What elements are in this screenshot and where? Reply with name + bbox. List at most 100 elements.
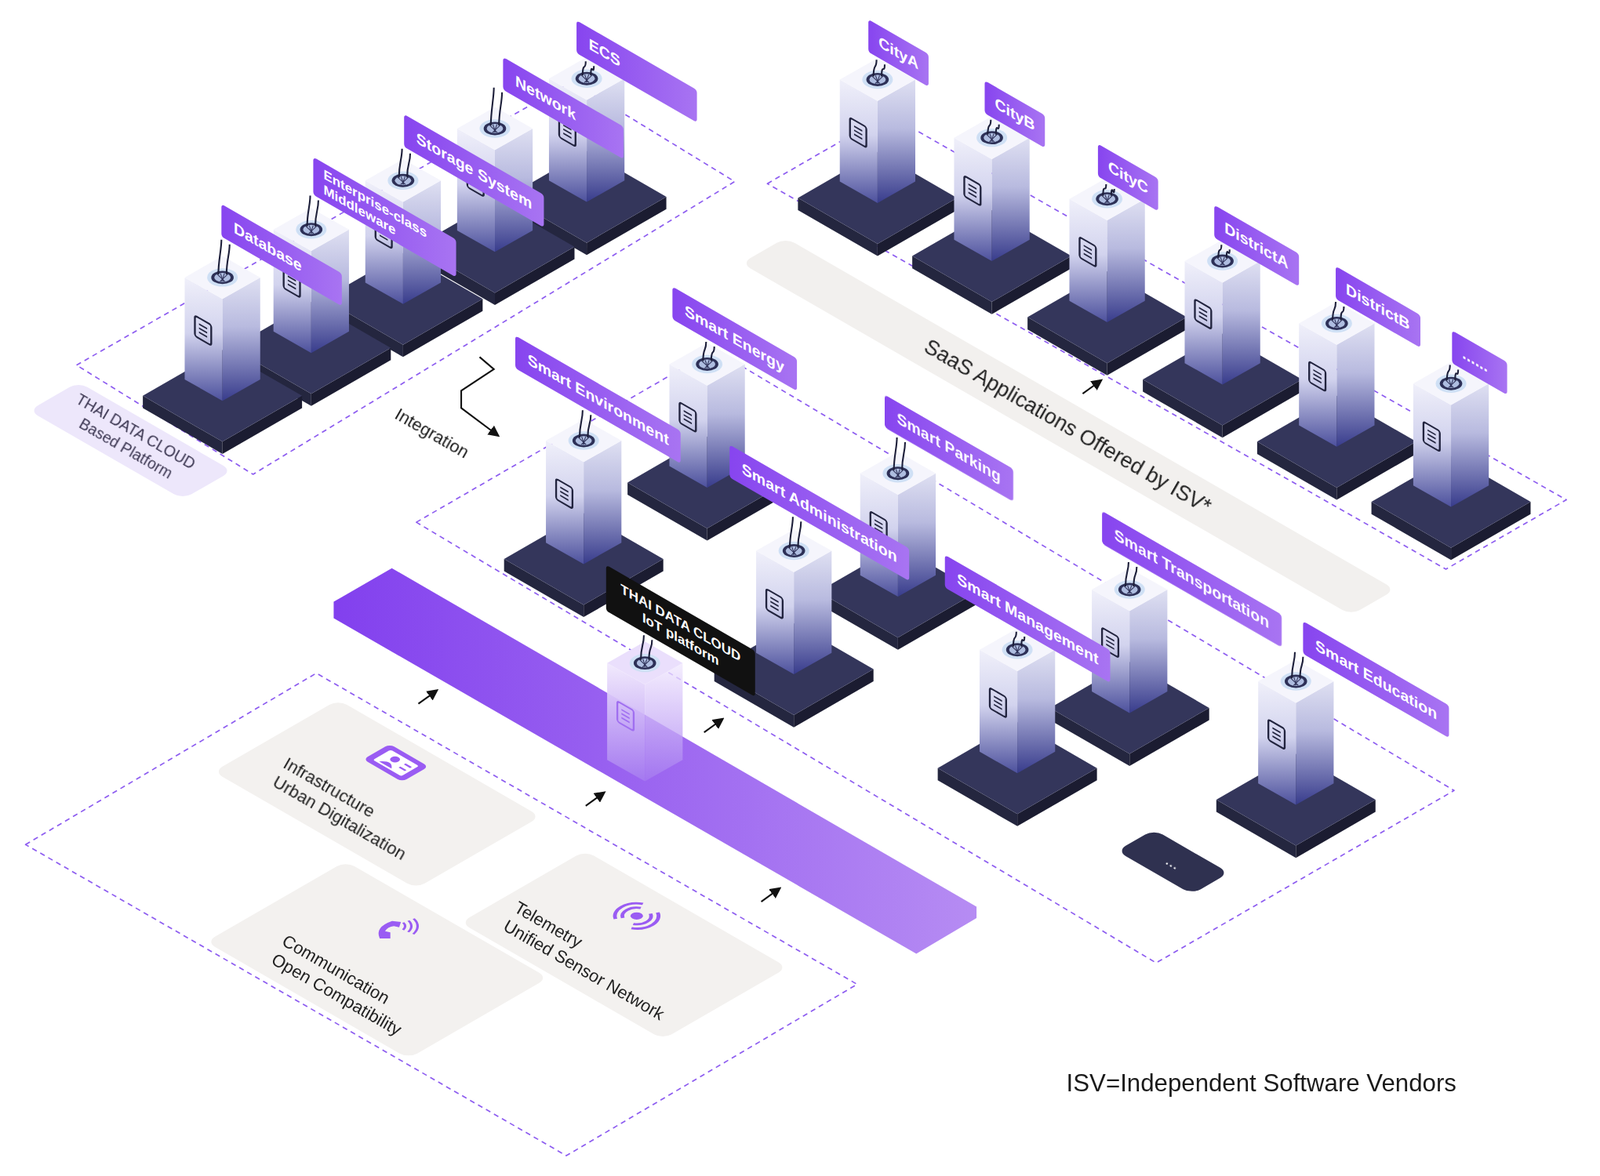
node-text: Storage System xyxy=(416,128,533,215)
cable xyxy=(315,200,319,227)
cable xyxy=(579,410,583,438)
cable xyxy=(1102,184,1106,197)
service-tag: Storage System xyxy=(403,114,545,229)
node-text: Smart Parking xyxy=(897,409,1001,488)
tower-icon xyxy=(850,117,867,148)
cable xyxy=(1218,244,1222,259)
saas-band: SaaS Applications Offered by ISV* xyxy=(741,237,1396,615)
server-tower xyxy=(912,116,1072,314)
cable xyxy=(407,153,411,179)
application-tag: Smart Administration xyxy=(729,444,910,582)
server-tower xyxy=(1027,177,1187,375)
application-tag: Smart Education xyxy=(1302,621,1449,739)
tower-icon xyxy=(1079,236,1096,267)
cable xyxy=(226,244,230,275)
node-text: DistrictB xyxy=(1345,279,1410,335)
cable xyxy=(789,516,793,548)
cable xyxy=(1299,657,1303,679)
flow-arrow xyxy=(418,690,437,705)
node-text: CityA xyxy=(878,32,919,74)
cable xyxy=(1226,249,1230,259)
cable xyxy=(399,149,403,179)
cable xyxy=(901,442,906,471)
communication-icon xyxy=(370,912,430,947)
cable xyxy=(498,92,502,126)
application-tag: Smart Environment xyxy=(515,335,681,465)
node-text: CityC xyxy=(1108,156,1149,199)
node-text: THAI DATA CLOUD IoT platform xyxy=(614,576,747,685)
panel-shape xyxy=(214,699,542,889)
panel-text: SaaS Applications Offered by ISV* xyxy=(920,333,1217,520)
cable xyxy=(1341,306,1345,320)
node-text: Enterprise-class Middleware xyxy=(323,166,446,267)
node-text: Smart Environment xyxy=(527,349,670,450)
node-text: Smart Energy xyxy=(684,301,785,378)
node-text: Database xyxy=(233,218,330,292)
tower-icon xyxy=(1309,361,1326,392)
city-tag: CityC xyxy=(1098,143,1159,211)
cable xyxy=(490,87,495,126)
dashed-region xyxy=(25,673,858,1157)
telemetry-icon xyxy=(605,898,669,935)
platform-label: THAI DATA CLOUD Based Platform xyxy=(29,381,233,500)
integration-arrow xyxy=(461,356,499,436)
server-tower xyxy=(1216,660,1376,859)
tower-icon xyxy=(963,175,981,206)
more-block: ... xyxy=(1117,829,1230,895)
node-text: ECS xyxy=(589,34,685,109)
footnote: ISV=Independent Software Vendors xyxy=(1066,1069,1457,1098)
cable xyxy=(307,195,311,226)
cable xyxy=(1111,189,1115,197)
cables xyxy=(218,59,1459,679)
tower-icon xyxy=(989,687,1007,718)
cable xyxy=(640,635,644,661)
node-text: Smart Education xyxy=(1315,635,1437,724)
capability-panel: CommunicationOpen Compatibility xyxy=(206,861,549,1059)
cable xyxy=(590,65,594,76)
dashed-regions xyxy=(25,81,1568,1157)
cable xyxy=(582,61,586,76)
cable xyxy=(1133,567,1137,587)
cable xyxy=(587,414,591,438)
tower-icon xyxy=(617,701,634,731)
application-tag: Smart Parking xyxy=(884,394,1014,502)
dashed-region xyxy=(76,81,735,475)
cable xyxy=(648,640,652,661)
service-tag: Database xyxy=(221,203,342,306)
city-tag: ...... xyxy=(1451,330,1507,396)
server-tower xyxy=(142,256,302,455)
service-tag: Network xyxy=(502,57,624,160)
integration-label: Integration xyxy=(391,404,473,464)
flow-arrow xyxy=(585,792,604,807)
tower-icon xyxy=(679,402,696,433)
application-tag: Smart Energy xyxy=(672,287,797,392)
tower-icon xyxy=(556,479,573,510)
panel-shape xyxy=(461,850,789,1040)
service-tag: ECS xyxy=(576,20,698,123)
node-text: Network xyxy=(515,71,611,146)
service-tag: Enterprise-class Middleware xyxy=(312,156,456,277)
server-tower xyxy=(714,529,874,728)
cable xyxy=(1332,301,1336,320)
capability-panel: InfrastructureUrban Digitalization xyxy=(214,699,542,889)
server-tower xyxy=(1050,568,1210,767)
cable xyxy=(797,521,801,548)
node-text: SaaS Applications Offered by ISV* xyxy=(920,333,1217,520)
node-text: ...... xyxy=(1461,343,1497,382)
city-tag: CityB xyxy=(984,80,1045,149)
city-tag: DistrictB xyxy=(1335,266,1420,349)
infrastructure-icon xyxy=(363,744,429,782)
city-tag: DistrictA xyxy=(1214,205,1299,288)
cable xyxy=(1447,365,1451,382)
tower-icon xyxy=(1268,720,1285,750)
tower-icon xyxy=(766,589,783,619)
city-tag: CityA xyxy=(868,19,929,88)
cable xyxy=(996,124,1000,135)
iot-platform-tag: THAI DATA CLOUD IoT platform xyxy=(606,564,756,697)
cable xyxy=(1125,562,1129,587)
node-text: DistrictA xyxy=(1224,218,1288,273)
tower-icon xyxy=(1194,299,1211,330)
cable xyxy=(987,120,991,135)
server-tower xyxy=(797,58,957,256)
node-text: Smart Administration xyxy=(741,458,898,568)
